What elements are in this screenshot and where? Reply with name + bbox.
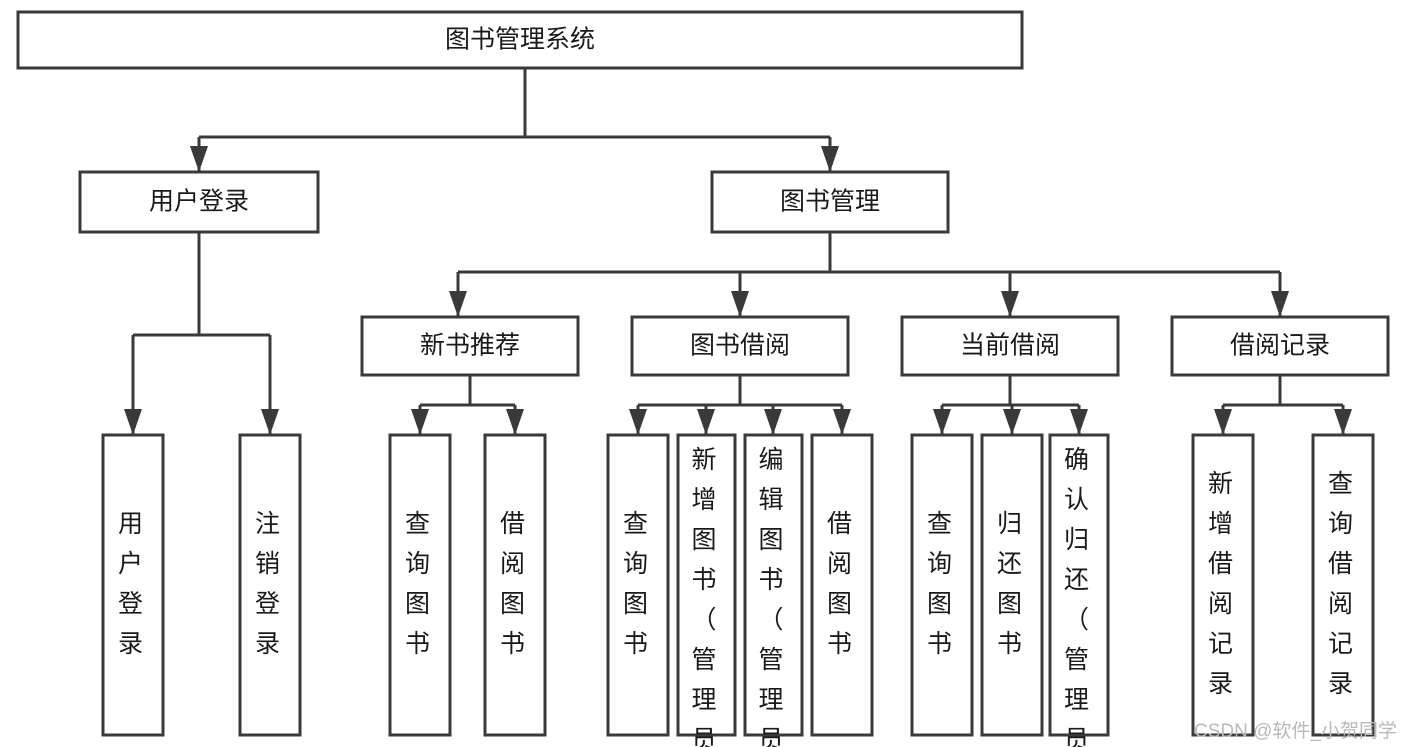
node-leaf-edit-book[interactable]: 编辑图书（管理员） <box>743 433 804 747</box>
node-label-leaf-edit-book: 编辑图书（管理员） <box>758 446 788 747</box>
node-label-book-admin: 图书管理 <box>780 188 880 216</box>
node-box-book-admin <box>710 170 950 234</box>
node-label-leaf-return-book: 归还图书 <box>997 510 1027 658</box>
node-leaf-query-record[interactable]: 查询借阅记录 <box>1311 433 1375 737</box>
node-label-leaf-query-book-borrow: 查询图书 <box>623 510 653 658</box>
node-box-leaf-return-book <box>980 433 1044 737</box>
node-label-leaf-logout: 注销登录 <box>255 510 285 658</box>
node-box-root <box>16 10 1024 70</box>
node-leaf-add-record[interactable]: 新增借阅记录 <box>1191 433 1255 737</box>
arrow-head-icon <box>629 409 647 435</box>
node-user-login[interactable]: 用户登录 <box>78 170 320 234</box>
node-leaf-user-login[interactable]: 用户登录 <box>101 433 165 737</box>
node-label-leaf-borrow-book: 借阅图书 <box>827 510 857 658</box>
node-book-borrow[interactable]: 图书借阅 <box>630 315 850 377</box>
node-leaf-add-book[interactable]: 新增图书（管理员） <box>676 433 737 747</box>
arrow-head-icon <box>261 409 279 435</box>
arrow-head-icon <box>1003 409 1021 435</box>
node-leaf-logout[interactable]: 注销登录 <box>238 433 302 737</box>
node-label-root: 图书管理系统 <box>445 26 595 54</box>
node-label-new-book-rec: 新书推荐 <box>420 332 520 360</box>
node-box-leaf-logout <box>238 433 302 737</box>
node-leaf-confirm-return[interactable]: 确认归还（管理员） <box>1048 433 1110 747</box>
node-label-leaf-confirm-return: 确认归还（管理员） <box>1064 446 1094 747</box>
node-leaf-query-book-current[interactable]: 查询图书 <box>910 433 974 737</box>
node-box-user-login <box>78 170 320 234</box>
node-leaf-borrow-book[interactable]: 借阅图书 <box>810 433 874 737</box>
arrow-head-icon <box>411 409 429 435</box>
node-leaf-return-book[interactable]: 归还图书 <box>980 433 1044 737</box>
node-box-book-borrow <box>630 315 850 377</box>
arrow-head-icon <box>1334 409 1352 435</box>
node-label-leaf-add-record: 新增借阅记录 <box>1208 470 1238 698</box>
arrow-head-icon <box>449 291 467 317</box>
arrow-head-icon <box>731 291 749 317</box>
arrow-head-icon <box>1214 409 1232 435</box>
node-label-book-borrow: 图书借阅 <box>690 332 790 360</box>
node-label-borrow-record: 借阅记录 <box>1230 332 1330 360</box>
node-label-leaf-user-login: 用户登录 <box>118 510 148 658</box>
node-box-leaf-borrow-book-rec <box>483 433 547 737</box>
node-current-borrow[interactable]: 当前借阅 <box>900 315 1120 377</box>
node-box-leaf-query-book-borrow <box>606 433 670 737</box>
connector-layer <box>124 68 1352 435</box>
node-leaf-query-book-borrow[interactable]: 查询图书 <box>606 433 670 737</box>
node-box-leaf-confirm-return <box>1048 433 1110 737</box>
arrow-head-icon <box>506 409 524 435</box>
node-label-leaf-query-book-rec: 查询图书 <box>405 510 435 658</box>
node-layer: 图书管理系统用户登录图书管理新书推荐图书借阅当前借阅借阅记录用户登录注销登录查询… <box>16 10 1390 747</box>
node-label-leaf-query-record: 查询借阅记录 <box>1328 470 1358 698</box>
arrow-head-icon <box>833 409 851 435</box>
arrow-head-icon <box>821 146 839 172</box>
arrow-head-icon <box>1001 291 1019 317</box>
arrow-head-icon <box>124 409 142 435</box>
arrow-head-icon <box>190 146 208 172</box>
arrow-head-icon <box>764 409 782 435</box>
node-box-leaf-add-book <box>676 433 737 737</box>
node-box-borrow-record <box>1170 315 1390 377</box>
node-label-leaf-query-book-current: 查询图书 <box>927 510 957 658</box>
arrow-head-icon <box>1271 291 1289 317</box>
node-label-leaf-borrow-book-rec: 借阅图书 <box>500 510 530 658</box>
node-box-leaf-query-book-rec <box>388 433 452 737</box>
node-root[interactable]: 图书管理系统 <box>16 10 1024 70</box>
node-box-leaf-query-record <box>1311 433 1375 737</box>
node-label-user-login: 用户登录 <box>149 188 249 216</box>
node-box-leaf-add-record <box>1191 433 1255 737</box>
node-box-new-book-rec <box>360 315 580 377</box>
node-label-current-borrow: 当前借阅 <box>960 332 1060 360</box>
arrow-head-icon <box>933 409 951 435</box>
node-box-current-borrow <box>900 315 1120 377</box>
arrow-head-icon <box>697 409 715 435</box>
node-box-leaf-borrow-book <box>810 433 874 737</box>
node-leaf-borrow-book-rec[interactable]: 借阅图书 <box>483 433 547 737</box>
node-label-leaf-add-book: 新增图书（管理员） <box>691 446 721 747</box>
node-book-admin[interactable]: 图书管理 <box>710 170 950 234</box>
node-new-book-rec[interactable]: 新书推荐 <box>360 315 580 377</box>
node-box-leaf-edit-book <box>743 433 804 737</box>
arrow-head-icon <box>1070 409 1088 435</box>
node-borrow-record[interactable]: 借阅记录 <box>1170 315 1390 377</box>
node-leaf-query-book-rec[interactable]: 查询图书 <box>388 433 452 737</box>
node-box-leaf-user-login <box>101 433 165 737</box>
node-box-leaf-query-book-current <box>910 433 974 737</box>
